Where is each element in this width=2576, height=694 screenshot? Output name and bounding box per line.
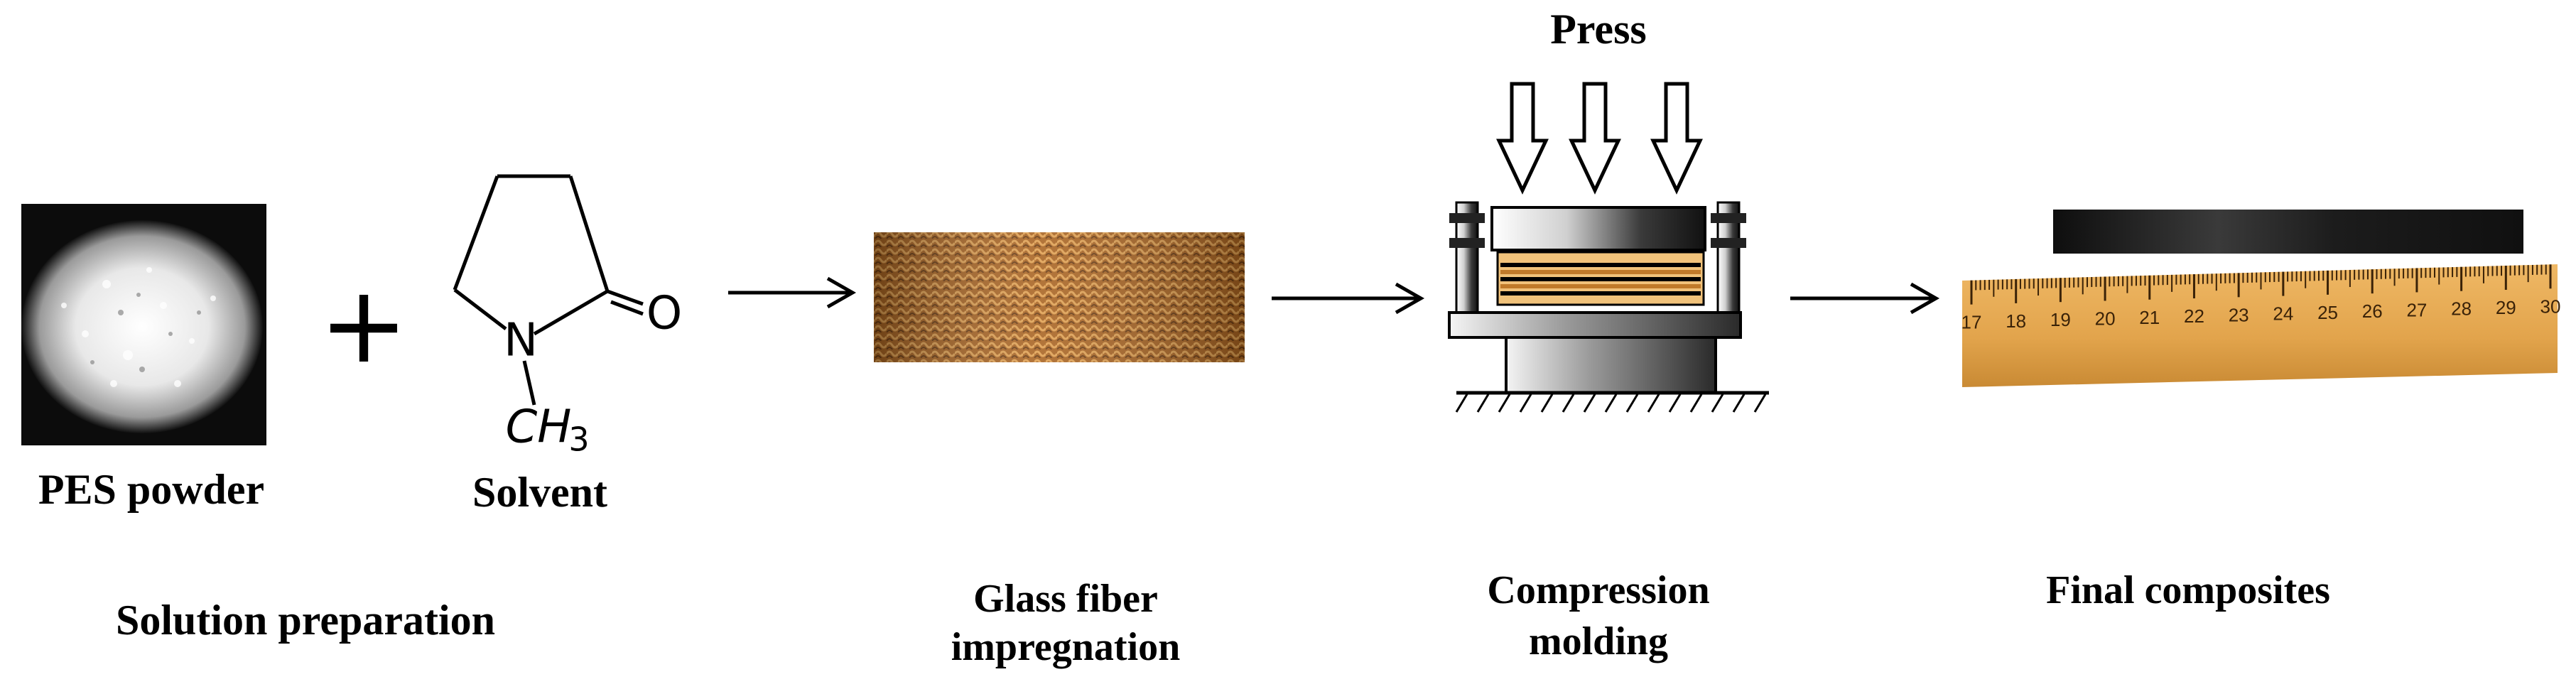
label-solvent: Solvent — [472, 469, 608, 516]
nitrogen-atom: N — [504, 315, 538, 367]
oxygen-atom: O — [646, 288, 682, 340]
ruler-image: 17 18 19 20 21 22 23 24 25 26 27 28 29 30 — [1961, 264, 2561, 387]
label-press: Press — [1550, 6, 1647, 53]
methyl-subscript: 3 — [568, 421, 589, 459]
ring-bond-left-bottom — [453, 288, 507, 330]
label-glass-fiber-line2: impregnation — [951, 625, 1181, 669]
ruler-number: 23 — [2229, 304, 2249, 325]
ruler-number: 24 — [2273, 303, 2293, 325]
ruler-number: 27 — [2406, 299, 2427, 320]
ruler-number: 29 — [2496, 297, 2516, 318]
ruler-number: 25 — [2317, 302, 2338, 323]
arrow-to-impregnation — [728, 276, 857, 309]
methyl-group: CH — [506, 401, 572, 454]
composite-strip — [2053, 210, 2523, 254]
ruler-number: 28 — [2451, 298, 2472, 320]
press-arrow-1 — [1496, 82, 1549, 195]
ruler-number: 19 — [2050, 309, 2071, 330]
ruler-number: 21 — [2139, 307, 2160, 328]
label-glass-fiber-line1: Glass fiber — [973, 577, 1158, 621]
press-base — [1505, 336, 1717, 394]
label-final-composites: Final composites — [2046, 568, 2330, 612]
ruler-number: 17 — [1961, 312, 1982, 333]
upper-platen — [1490, 206, 1706, 251]
ring-bond-right-bottom — [533, 289, 609, 336]
ruler-ticks — [1970, 264, 2552, 305]
plus-sign: + — [319, 264, 408, 387]
ring-bond-left-top — [453, 175, 499, 291]
ruler-number: 26 — [2362, 300, 2383, 322]
carbonyl-bond-1 — [607, 289, 644, 306]
glass-fiber-image — [874, 232, 1245, 362]
ruler-number: 18 — [2006, 310, 2026, 332]
label-compression-line2: molding — [1528, 619, 1669, 663]
ruler-number: 22 — [2184, 305, 2204, 327]
ruler-number: 30 — [2540, 296, 2561, 317]
lower-platen — [1448, 311, 1742, 339]
ruler-numbers: 17 18 19 20 21 22 23 24 25 26 27 28 29 30 — [1961, 296, 2561, 332]
label-compression-line1: Compression — [1487, 568, 1710, 612]
arrow-to-final — [1790, 282, 1940, 315]
methyl-bond — [522, 360, 536, 406]
carbonyl-bond-2 — [610, 300, 644, 316]
pes-powder-image — [21, 204, 266, 445]
press-arrow-2 — [1569, 82, 1621, 195]
ground-hatching — [1455, 394, 1767, 413]
nmp-structure — [453, 174, 644, 406]
press-arrows — [1496, 82, 1703, 195]
ruler-number: 20 — [2095, 308, 2116, 329]
label-solution-preparation: Solution preparation — [116, 597, 495, 644]
arrow-to-molding — [1272, 282, 1425, 315]
label-pes-powder: PES powder — [38, 466, 265, 513]
press-arrow-3 — [1650, 82, 1703, 195]
ring-bond-right-top — [568, 175, 610, 292]
compression-mold — [1448, 201, 1769, 413]
